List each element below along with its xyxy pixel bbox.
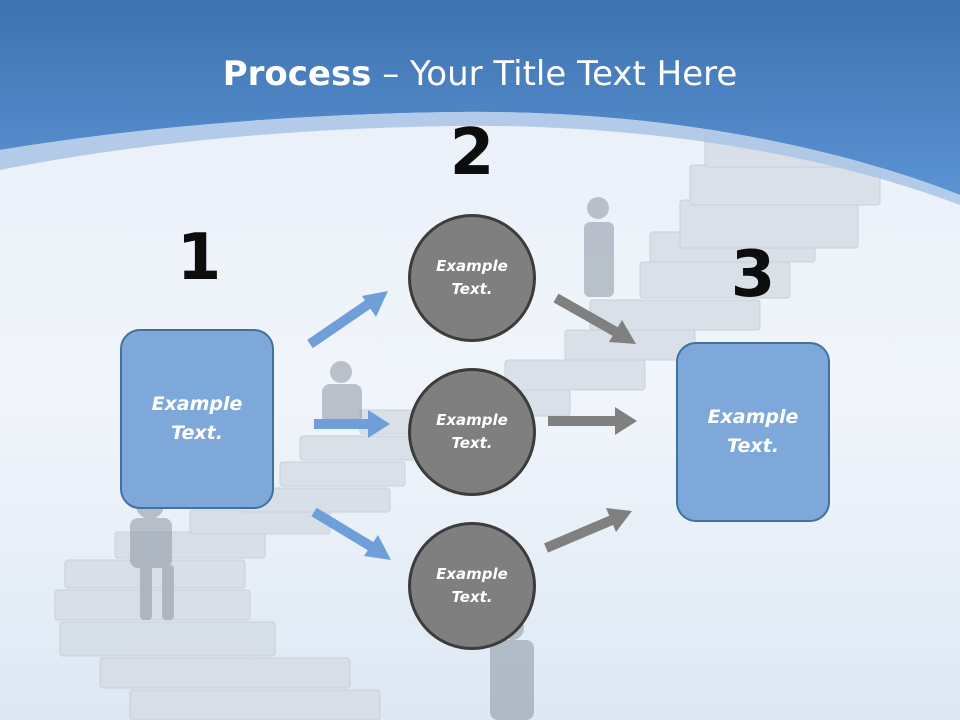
arrow-to-middle-circle bbox=[314, 410, 390, 438]
arrow-bottom-circle-to-box bbox=[544, 508, 632, 553]
step-1-box-text: Example Text. bbox=[151, 393, 243, 444]
arrow-top-circle-to-box bbox=[553, 293, 636, 344]
circle-top-text: Example Text. bbox=[436, 257, 508, 298]
circle-middle-text: Example Text. bbox=[436, 411, 508, 452]
slide-title: Process – Your Title Text Here bbox=[0, 52, 960, 96]
step-number-1: 1 bbox=[176, 221, 222, 295]
step-2-circle-bottom[interactable]: Example Text. bbox=[408, 522, 536, 650]
arrow-to-bottom-circle bbox=[311, 507, 391, 560]
step-1-box[interactable]: Example Text. bbox=[120, 329, 274, 509]
circle-bottom-text: Example Text. bbox=[436, 565, 508, 606]
step-2-circle-middle[interactable]: Example Text. bbox=[408, 368, 536, 496]
header-highlight bbox=[0, 111, 960, 205]
header-band bbox=[0, 0, 960, 195]
title-rest: – Your Title Text Here bbox=[371, 54, 738, 94]
step-number-2: 2 bbox=[449, 116, 495, 190]
step-3-box[interactable]: Example Text. bbox=[676, 342, 830, 522]
step-3-box-text: Example Text. bbox=[707, 406, 799, 457]
arrow-middle-circle-to-box bbox=[548, 407, 637, 435]
arrow-to-top-circle bbox=[307, 291, 388, 349]
step-number-3: 3 bbox=[730, 238, 776, 312]
title-bold: Process bbox=[222, 54, 372, 94]
step-2-circle-top[interactable]: Example Text. bbox=[408, 214, 536, 342]
